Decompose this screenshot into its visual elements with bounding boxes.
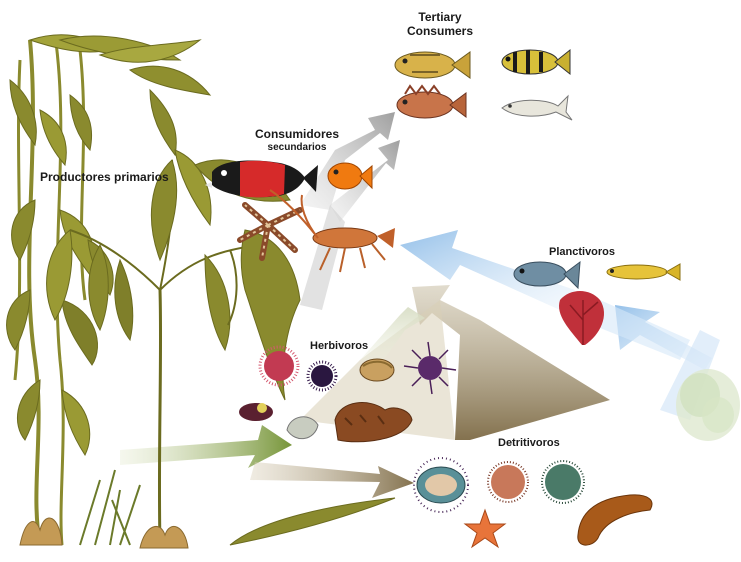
sheephead-fish [205,160,318,197]
red-gorgonian-coral [559,291,604,345]
label-tertiary-line1: Tertiary [405,10,475,24]
label-planktivores: Planctivoros [549,246,615,258]
abalone-herbivore [360,359,394,381]
orange-sea-star [465,510,505,547]
label-detritivores: Detritivoros [498,437,560,449]
brown-sea-urchin-detritivore [488,462,528,502]
green-sea-urchin-detritivore [542,461,584,503]
arrow-producers-to-herbivores [120,425,292,468]
label-tertiary-line2: Consumers [405,24,475,38]
label-tertiary-consumers: Tertiary Consumers [405,10,475,38]
kelp-bass-fish [395,52,470,78]
tertiary-fish-group [395,50,572,120]
label-primary-producers: Productores primarios [40,170,169,184]
scorpionfish [397,86,466,118]
treefish [502,50,570,74]
blacksmith-fish [607,264,680,280]
shark-fish [502,96,572,120]
sea-cucumber [578,495,652,545]
label-secondary-consumers: Consumidores secundarios [243,127,351,155]
purple-sea-urchin [308,362,336,390]
snail-herbivore [239,403,273,421]
limpet-shell [287,417,318,439]
label-secondary-line2: secundarios [243,141,351,155]
label-herbivores: Herbivoros [310,340,368,352]
label-secondary-line1: Consumidores [243,127,351,141]
arrow-to-detritivores [250,462,414,498]
plankton-cloud [676,369,740,441]
detritivores-group [414,458,652,547]
abalone-detritivore [414,458,468,512]
secondary-consumers-group [205,160,395,272]
